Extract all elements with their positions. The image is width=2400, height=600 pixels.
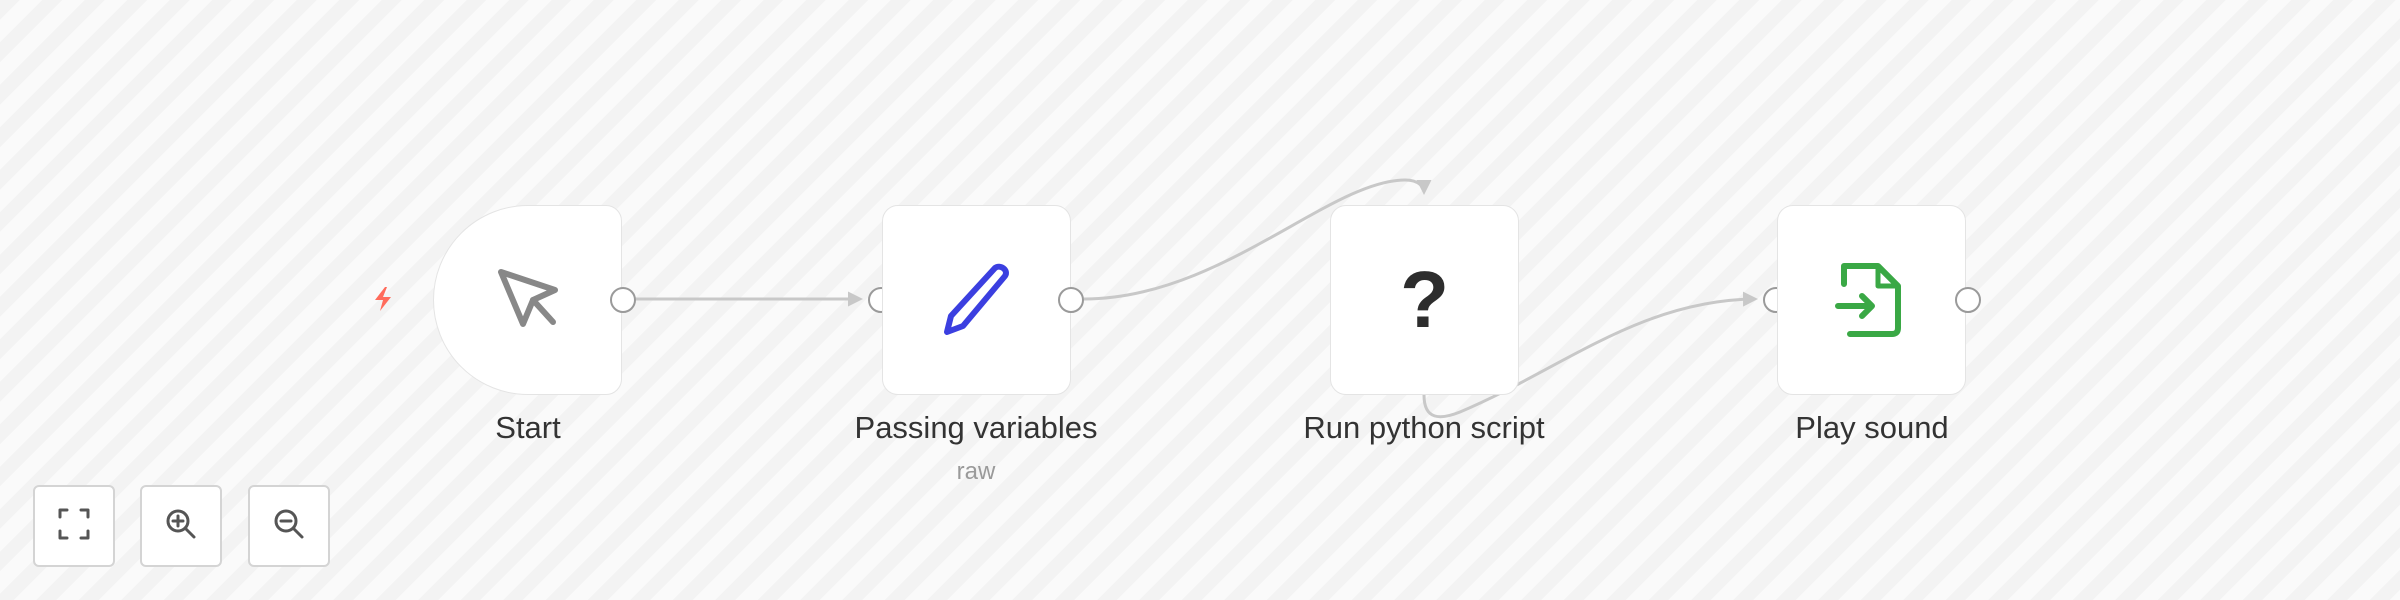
play-sound-output-handle[interactable] [1955, 287, 1981, 313]
cursor-arrow-icon [478, 250, 578, 350]
zoom-in-icon [164, 507, 198, 546]
node-label: Run python script [1303, 410, 1545, 445]
node-subtitle: raw [956, 458, 996, 485]
node-start[interactable] [433, 205, 622, 395]
node-label: Start [495, 410, 561, 445]
passing-variables-output-handle[interactable] [1058, 287, 1084, 313]
node-passing-variables[interactable] [882, 205, 1071, 395]
node-play-sound[interactable] [1777, 205, 1966, 395]
zoom-out-button[interactable]: Zoom out [248, 485, 330, 567]
file-import-icon [1822, 250, 1922, 350]
start-output-handle[interactable] [610, 287, 636, 313]
node-label: Play sound [1795, 410, 1949, 445]
lightning-bolt-icon [370, 285, 396, 313]
node-run-python-script[interactable]: ? [1330, 205, 1519, 395]
zoom-in-button[interactable]: Zoom in [140, 485, 222, 567]
pencil-icon [927, 250, 1027, 350]
fit-view-icon [57, 507, 91, 546]
node-label: Passing variables [854, 410, 1098, 445]
zoom-out-icon [272, 507, 306, 546]
fit-view-button[interactable]: Fit view [33, 485, 115, 567]
question-mark-icon: ? [1400, 255, 1449, 344]
